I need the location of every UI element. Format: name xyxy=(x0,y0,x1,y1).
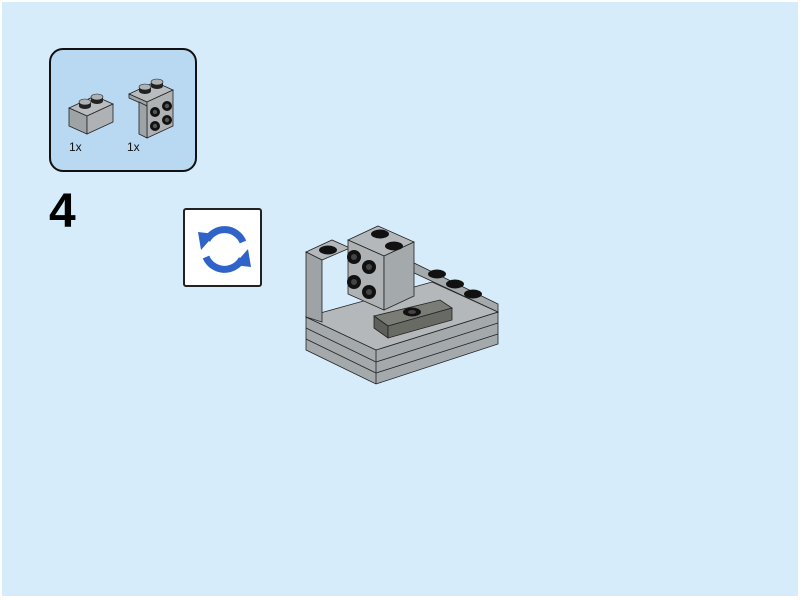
rotate-model-button[interactable] xyxy=(183,208,262,287)
model-illustration xyxy=(304,225,500,385)
parts-illustration xyxy=(68,78,174,139)
brick-1x2-icon xyxy=(68,93,114,135)
part-quantity: 1x xyxy=(127,140,140,154)
part-quantity: 1x xyxy=(69,140,82,154)
parts-callout-panel: 1x 1x xyxy=(49,48,197,172)
rotate-icon xyxy=(198,226,251,273)
step-number: 4 xyxy=(49,185,76,238)
bracket-icon xyxy=(128,78,174,139)
